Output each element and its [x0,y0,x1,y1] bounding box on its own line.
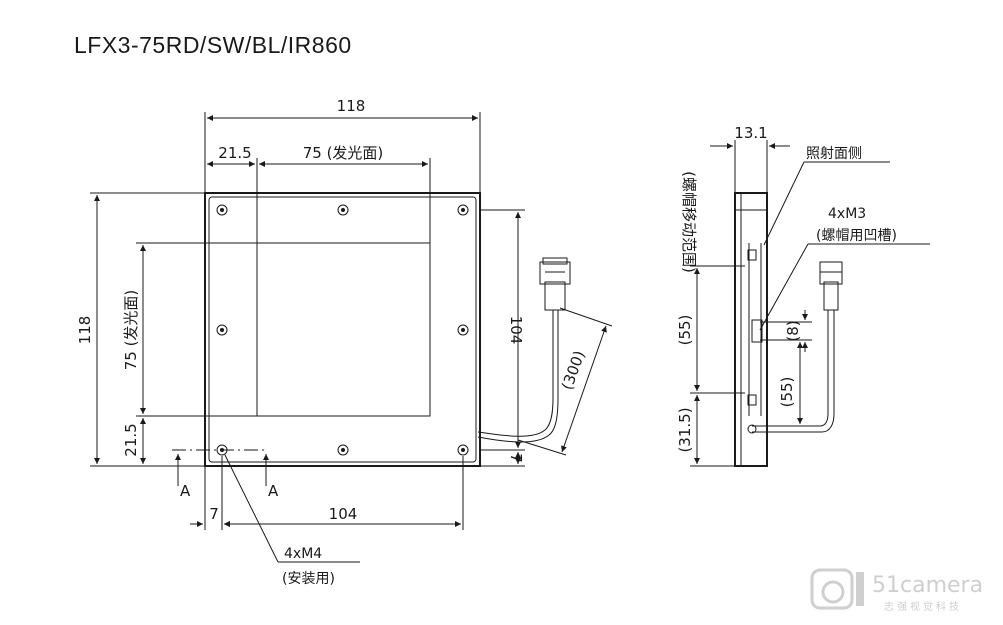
drawing-title: LFX3-75RD/SW/BL/IR860 [74,32,352,58]
watermark-tagline: 志强视觉科技 [884,600,962,613]
section-a-right: A [268,482,279,500]
dim-13-1: 13.1 [734,124,767,142]
dim-75-left: 75 (发光面) [122,290,140,371]
label-nut-slot: (螺帽用凹槽) [816,228,897,244]
mounting-holes [216,204,469,456]
dim-21-5-top: 21.5 [218,144,251,162]
label-mount-note: (安装用) [282,571,335,587]
dim-31-5: (31.5) [676,407,694,452]
watermark-logo: 51camera 志强视觉科技 [810,568,983,613]
label-4xm3: 4xM3 [828,206,866,222]
front-view: 118 21.5 75 (发光面) 118 75 (发光面) 21.5 104 … [76,97,613,587]
label-4xm4: 4xM4 [284,546,322,562]
dim-7-right: 7 [507,453,525,463]
dim-7-bottom: 7 [209,505,219,523]
cable-connector [477,257,571,443]
section-a-left: A [180,482,191,500]
dim-8: (8) [784,320,802,341]
dim-75-top: 75 (发光面) [303,144,384,162]
dim-55-right: (55) [778,377,796,408]
dim-104-right: 104 [507,316,525,345]
dim-118-left: 118 [76,316,94,345]
side-cable-connector [747,261,843,434]
side-view: 13.1 照射面侧 4xM3 (螺帽用凹槽) (螺帽移动范围) (55) (31… [676,124,930,467]
light-outer-frame [204,192,481,467]
dim-300: (300) [558,348,589,392]
dim-104-bottom: 104 [329,505,358,523]
dim-21-5-left: 21.5 [122,423,140,456]
dim-55-left: (55) [676,315,694,346]
light-inner-frame [208,196,477,463]
dim-118-top: 118 [337,97,366,115]
watermark-brand: 51camera [872,573,983,598]
label-irradiation-side: 照射面侧 [806,146,862,162]
label-nut-range: (螺帽移动范围) [680,171,698,273]
side-body [734,192,768,467]
emitting-area [256,242,431,417]
